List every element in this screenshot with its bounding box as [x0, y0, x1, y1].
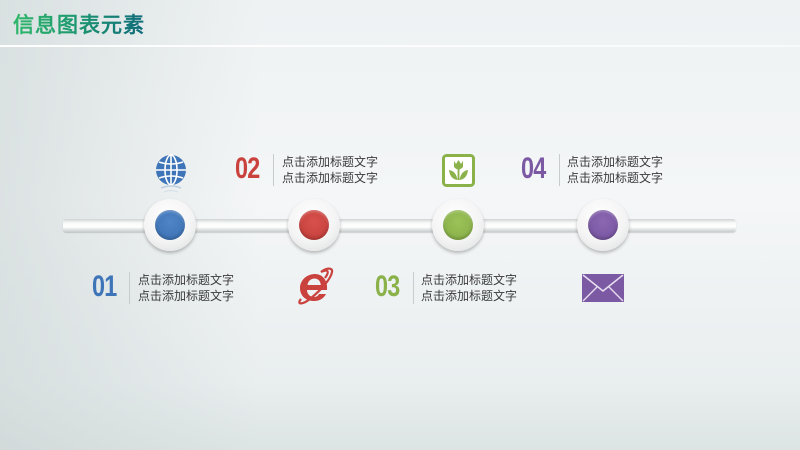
- step-number-02: 02: [235, 152, 260, 185]
- step-01-title-line-2: 点击添加标题文字: [138, 289, 235, 303]
- step-04-title-line-2: 点击添加标题文字: [567, 171, 664, 185]
- step-03-text: 点击添加标题文字 点击添加标题文字: [421, 272, 517, 304]
- step-number-04: 04: [521, 152, 546, 185]
- step-01-text: 点击添加标题文字 点击添加标题文字: [138, 272, 234, 304]
- step-separator: [129, 272, 130, 304]
- step-03-title-line-1: 点击添加标题文字: [421, 273, 518, 287]
- node-dot-purple: [588, 210, 618, 240]
- title-divider: [0, 45, 800, 47]
- timeline-node-4: [577, 199, 629, 251]
- tulip-icon: [442, 154, 475, 187]
- timeline-node-3: [432, 199, 484, 251]
- step-02-title-line-2: 点击添加标题文字: [282, 171, 379, 185]
- envelope-icon: [582, 274, 624, 302]
- step-04-title-line-1: 点击添加标题文字: [567, 155, 664, 169]
- timeline-node-1: [144, 199, 196, 251]
- step-number-03: 03: [375, 270, 400, 303]
- step-number-01: 01: [92, 270, 117, 303]
- step-02-title-line-1: 点击添加标题文字: [282, 155, 379, 169]
- step-03-title-line-2: 点击添加标题文字: [421, 289, 518, 303]
- step-separator: [559, 154, 560, 186]
- step-02-text: 点击添加标题文字 点击添加标题文字: [282, 154, 378, 186]
- node-dot-blue: [155, 210, 185, 240]
- step-04-text: 点击添加标题文字 点击添加标题文字: [567, 154, 663, 186]
- step-01-title-line-1: 点击添加标题文字: [138, 273, 235, 287]
- timeline-node-2: [288, 199, 340, 251]
- node-dot-green: [443, 210, 473, 240]
- page-title: 信息图表元素: [13, 9, 145, 39]
- node-dot-red: [299, 210, 329, 240]
- timeline-track: [63, 219, 736, 232]
- step-separator: [413, 272, 414, 304]
- globe-icon: [156, 154, 186, 193]
- internet-explorer-icon: [298, 267, 334, 305]
- step-separator: [273, 154, 274, 186]
